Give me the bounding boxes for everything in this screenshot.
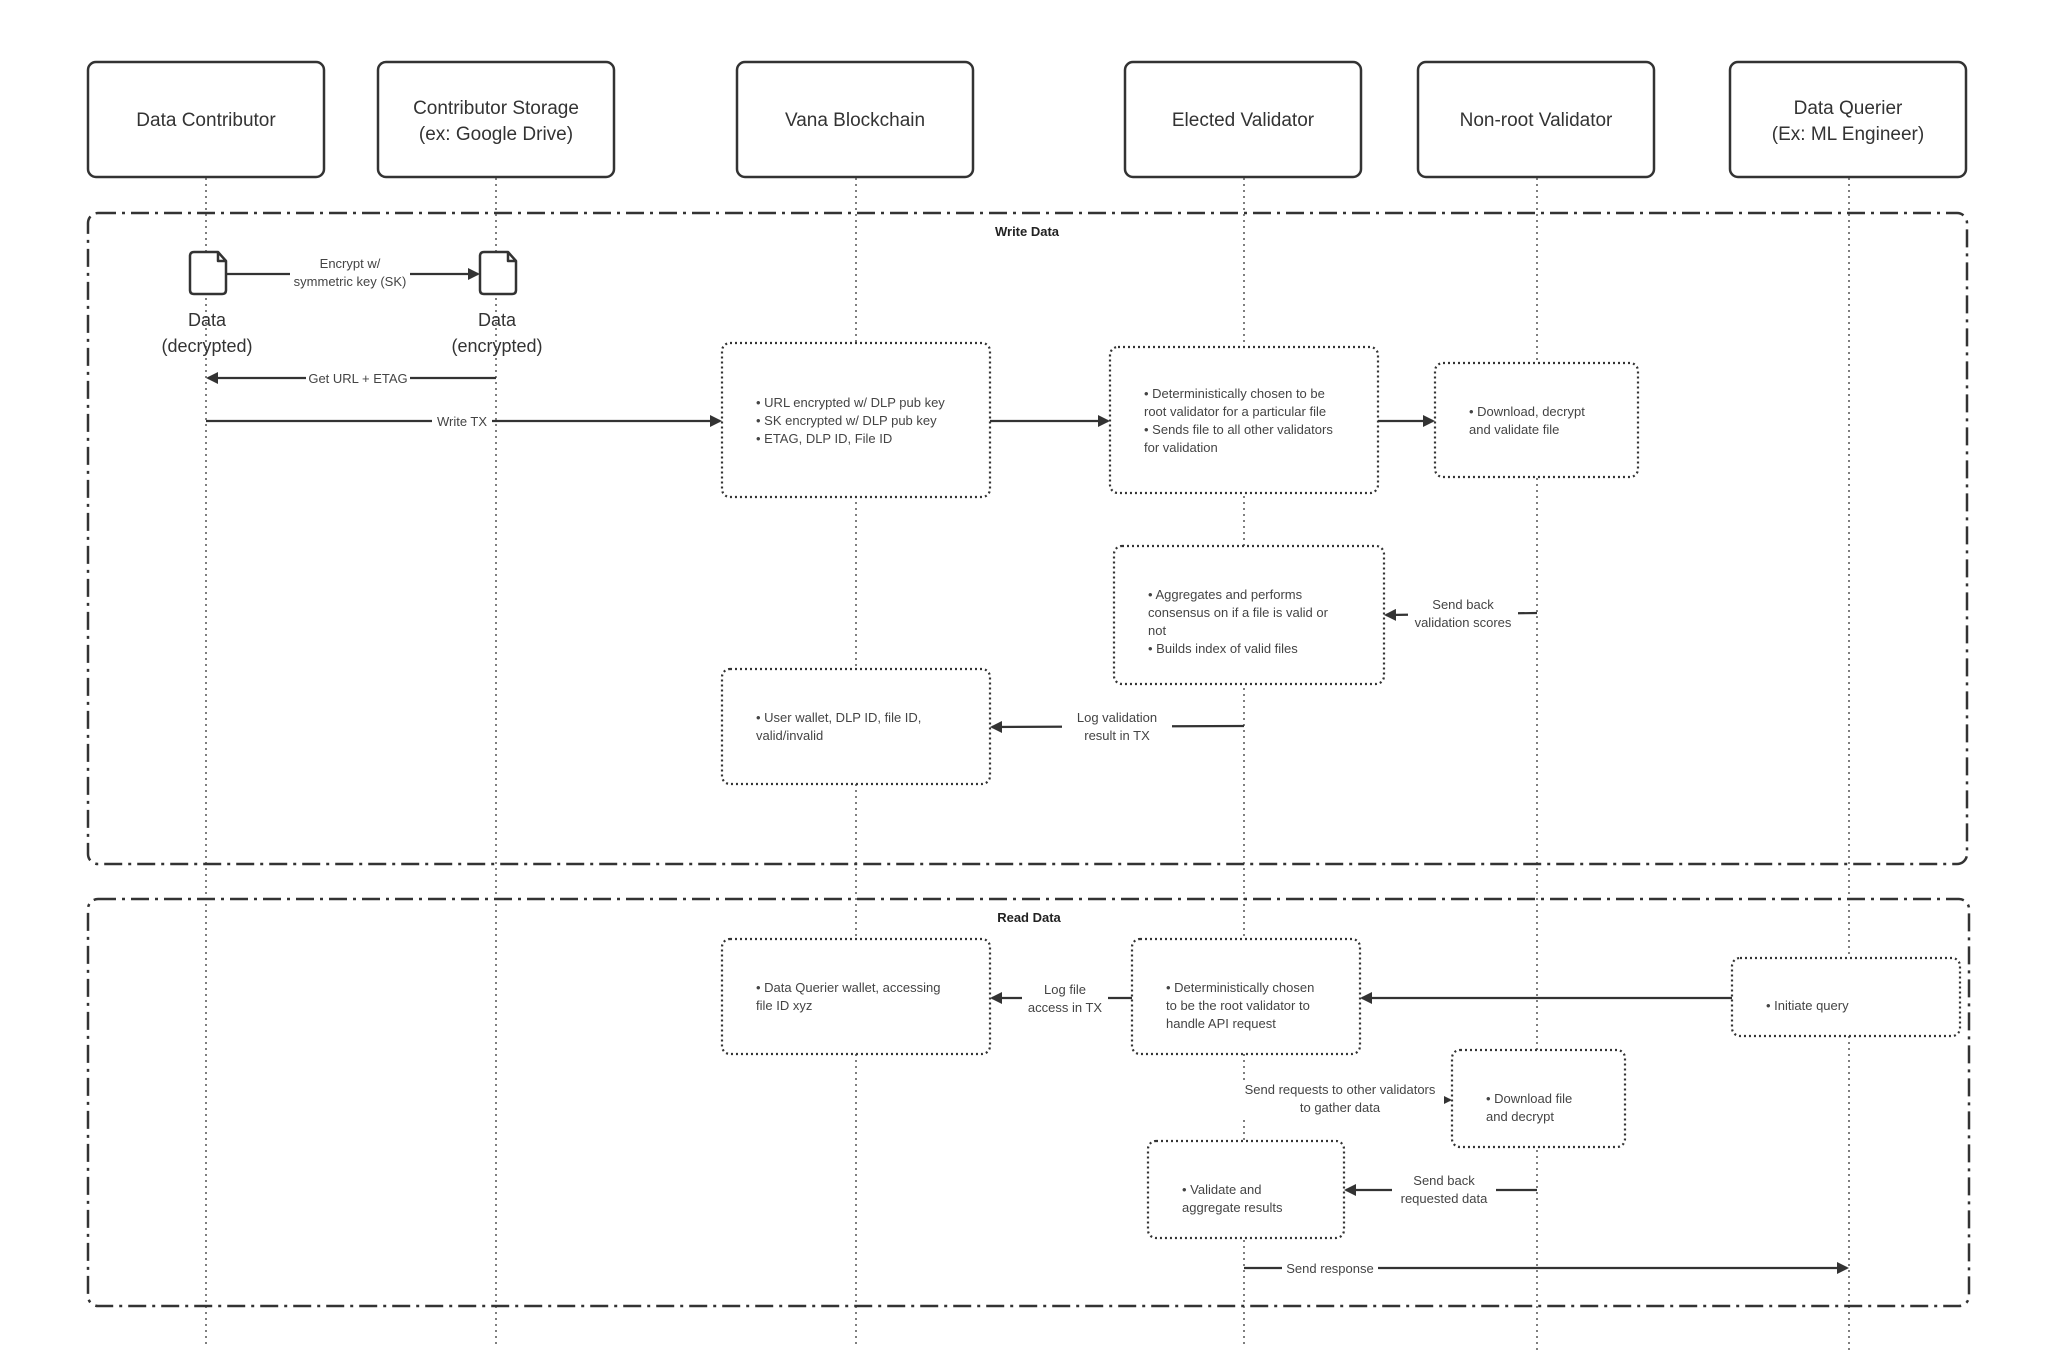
note-querier-initiate: • Initiate query [1730,956,1962,1038]
svg-text:Encrypt w/: Encrypt w/ [320,256,381,271]
edge-encrypt: Encrypt w/ symmetric key (SK) [226,254,480,294]
svg-text:Contributor Storage: Contributor Storage [413,98,579,119]
svg-text:Send response: Send response [1286,1261,1373,1276]
svg-text:• URL encrypted w/ DLP pub ke: • URL encrypted w/ DLP pub key [756,395,945,410]
edge-send-data: Send back requested data [1344,1170,1537,1210]
note-nonroot-validate: • Download, decrypt and validate file [1433,361,1640,479]
svg-text:• Aggregates and performs: • Aggregates and performs [1148,587,1303,602]
doc-encrypted-sublabel: (encrypted) [451,336,542,356]
note-elected-results: • Validate and aggregate results [1146,1139,1346,1240]
doc-decrypted-sublabel: (decrypted) [161,336,252,356]
note-chain-access: • Data Querier wallet, accessing file ID… [720,937,992,1056]
write-data-frame [86,211,1969,866]
svg-text:Log validation: Log validation [1077,710,1157,725]
svg-text:• Sends file to all other val: • Sends file to all other validators [1144,422,1333,437]
svg-text:(ex: Google Drive): (ex: Google Drive) [419,124,573,145]
note-chain-result: • User wallet, DLP ID, file ID, valid/in… [720,667,992,786]
svg-text:Elected Validator: Elected Validator [1172,110,1315,131]
svg-text:Vana Blockchain: Vana Blockchain [785,110,925,131]
svg-text:file ID xyz: file ID xyz [756,998,812,1013]
svg-text:symmetric key (SK): symmetric key (SK) [294,274,407,289]
document-encrypted-icon [478,250,518,296]
svg-text:requested data: requested data [1401,1191,1489,1206]
note-elected-root: • Deterministically chosen to be root va… [1108,345,1380,495]
svg-text:• User wallet, DLP ID, file I: • User wallet, DLP ID, file ID, [756,710,921,725]
svg-text:(Ex: ML Engineer): (Ex: ML Engineer) [1772,124,1924,145]
note-elected-api: • Deterministically chosen to be the roo… [1130,937,1362,1056]
svg-text:Send back: Send back [1413,1173,1475,1188]
doc-decrypted-label: Data [188,310,227,330]
svg-text:• SK encrypted w/ DLP pub key: • SK encrypted w/ DLP pub key [756,413,937,428]
doc-encrypted-label: Data [478,310,517,330]
note-elected-aggregate: • Aggregates and performs consensus on i… [1112,544,1386,686]
edge-send-scores: Send back validation scores [1384,594,1538,634]
svg-text:Write TX: Write TX [437,414,487,429]
edge-write-tx: Write TX [206,411,722,431]
actor-vana-blockchain: Vana Blockchain [735,60,975,179]
svg-text:• Download file: • Download file [1486,1091,1572,1106]
svg-text:to gather data: to gather data [1300,1100,1381,1115]
svg-text:and validate file: and validate file [1469,422,1559,437]
svg-text:handle API request: handle API request [1166,1016,1276,1031]
edge-send-response: Send response [1244,1258,1849,1278]
svg-text:Log file: Log file [1044,982,1086,997]
svg-text:• Deterministically chosen: • Deterministically chosen [1166,980,1314,995]
edge-log-access: Log file access in TX [990,978,1132,1018]
svg-text:for validation: for validation [1144,440,1218,455]
svg-text:not: not [1148,623,1166,638]
read-data-frame [86,897,1971,1308]
svg-text:validation scores: validation scores [1415,615,1512,630]
svg-text:and decrypt: and decrypt [1486,1109,1554,1124]
note-nonroot-download: • Download file and decrypt [1450,1048,1627,1149]
note-chain-write: • URL encrypted w/ DLP pub key • SK encr… [720,341,992,499]
svg-text:Get URL + ETAG: Get URL + ETAG [308,371,407,386]
edge-get-url: Get URL + ETAG [206,368,496,388]
svg-text:aggregate results: aggregate results [1182,1200,1283,1215]
svg-text:consensus on if a file is vali: consensus on if a file is valid or [1148,605,1329,620]
write-data-title: Write Data [995,224,1060,239]
read-data-title: Read Data [997,910,1061,925]
svg-text:• Initiate query: • Initiate query [1766,998,1849,1013]
svg-text:Send back: Send back [1432,597,1494,612]
edge-log-validation: Log validation result in TX [990,707,1245,747]
actor-non-root-validator: Non-root Validator [1416,60,1656,179]
svg-text:Data Contributor: Data Contributor [136,110,276,131]
actor-elected-validator: Elected Validator [1123,60,1363,179]
svg-text:valid/invalid: valid/invalid [756,728,823,743]
svg-text:Data Querier: Data Querier [1794,98,1903,119]
actor-data-contributor: Data Contributor [86,60,326,179]
svg-text:Send requests to other validat: Send requests to other validators [1245,1082,1436,1097]
document-decrypted-icon [188,250,228,296]
svg-text:result in TX: result in TX [1084,728,1150,743]
svg-text:• Deterministically chosen to: • Deterministically chosen to be [1144,386,1325,401]
svg-text:access in TX: access in TX [1028,1000,1103,1015]
svg-text:• Download, decrypt: • Download, decrypt [1469,404,1585,419]
svg-text:• Validate and: • Validate and [1182,1182,1261,1197]
svg-text:• Builds index of valid files: • Builds index of valid files [1148,641,1298,656]
actor-data-querier: Data Querier (Ex: ML Engineer) [1728,60,1968,179]
actor-contributor-storage: Contributor Storage (ex: Google Drive) [376,60,616,179]
svg-text:• Data Querier wallet, access: • Data Querier wallet, accessing [756,980,940,995]
svg-text:• ETAG, DLP ID, File ID: • ETAG, DLP ID, File ID [756,431,892,446]
svg-text:to be the root validator to: to be the root validator to [1166,998,1310,1013]
svg-text:root validator for a particula: root validator for a particular file [1144,404,1326,419]
edge-send-requests: Send requests to other validators to gat… [1236,1080,1452,1120]
svg-text:Non-root Validator: Non-root Validator [1460,110,1613,131]
